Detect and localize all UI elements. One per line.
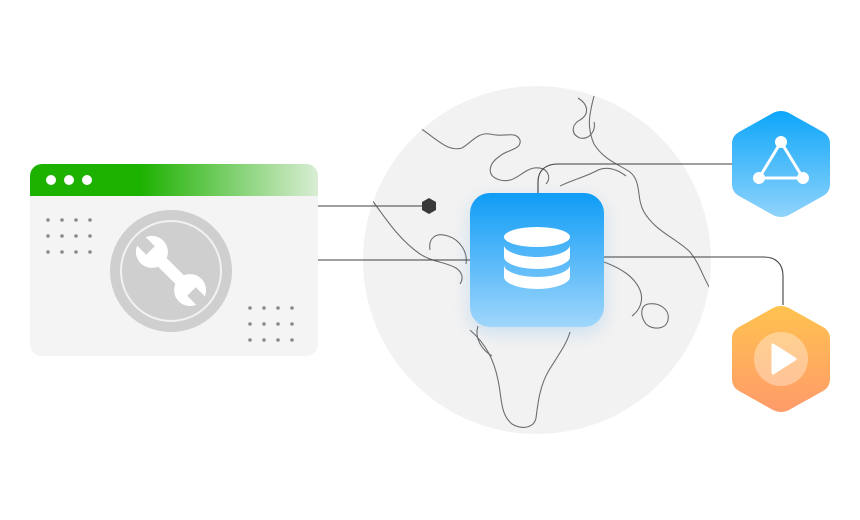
wrench-icon: [133, 233, 209, 309]
window-dot-close: [46, 175, 56, 185]
play-icon: [754, 332, 808, 386]
connector-database-to-play: [604, 256, 784, 305]
browser-titlebar: [30, 164, 318, 196]
window-dot-minimize: [64, 175, 74, 185]
triangle-network-icon: [753, 136, 809, 184]
connector-database-to-network: [537, 163, 735, 193]
dot-grid-bottom-right: [248, 306, 294, 342]
database-tile: [470, 193, 604, 327]
wrench-badge-ring: [120, 220, 222, 322]
wrench-badge: [110, 210, 232, 332]
window-dot-maximize: [82, 175, 92, 185]
continent-outlines: [371, 95, 711, 428]
network-hex-badge: [732, 111, 830, 217]
play-hex-badge: [732, 306, 830, 412]
database-icon: [504, 227, 570, 289]
hexagon-node-icon: [422, 198, 436, 214]
dot-grid-top-left: [46, 218, 92, 254]
connector-lines: [318, 163, 784, 305]
